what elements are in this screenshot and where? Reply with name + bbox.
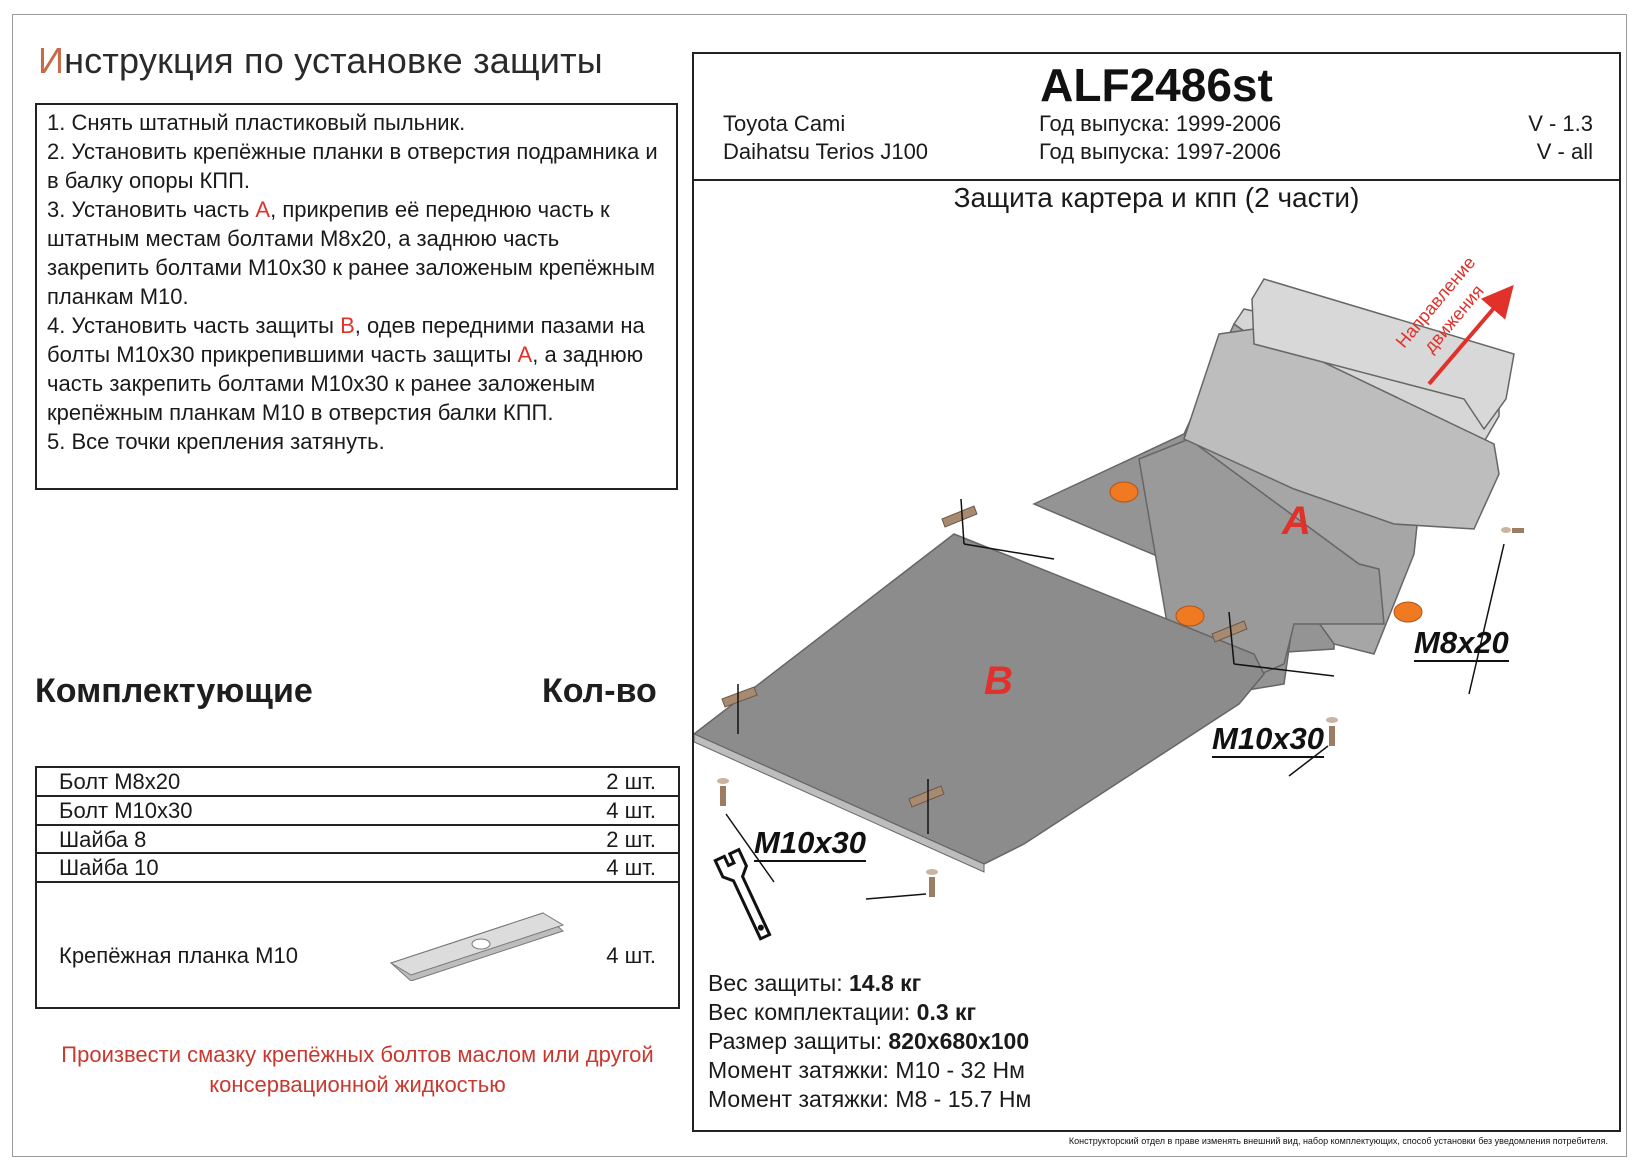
lubrication-note: Произвести смазку крепёжных болтов масло…	[61, 1042, 654, 1097]
table-row: Болт М10х30 4 шт.	[37, 797, 678, 826]
assembly-diagram: А В Направление движения	[694, 253, 1524, 941]
bolt-label-m10-right: M10x30	[1212, 721, 1325, 758]
spec-label: Момент затяжки:	[708, 1086, 896, 1112]
spec-value: 14.8 кг	[848, 970, 922, 996]
direction-arrow	[1427, 284, 1514, 386]
component-name: Шайба 8	[59, 827, 147, 852]
spec-label: Размер защиты:	[708, 1028, 889, 1054]
step-number: 5.	[47, 429, 72, 454]
instruction-step: 2. Установить крепёжные планки в отверст…	[47, 137, 666, 195]
components-table: Болт М8х20 2 шт. Болт М10х30 4 шт. Шайба…	[35, 766, 680, 1009]
step-text: Снять штатный пластиковый пыльник.	[71, 110, 466, 135]
component-name: Болт М8х20	[59, 769, 181, 794]
spec-row: Момент затяжки: М8 - 15.7 Нм	[708, 1085, 1031, 1114]
component-name: Крепёжная планка М10	[59, 943, 298, 968]
table-row: Шайба 10 4 шт.	[37, 854, 678, 883]
step-text: Установить крепёжные планки в отверстия …	[47, 139, 658, 193]
bracket-m10	[1211, 620, 1248, 643]
bolt-m8	[1501, 527, 1524, 533]
bolt-m10	[1326, 717, 1338, 746]
component-qty: 4 шт.	[606, 943, 656, 968]
orange-pad	[1109, 481, 1139, 503]
components-title: Комплектующие	[35, 672, 313, 710]
quantity-title: Кол-во	[542, 672, 657, 710]
step-text: , прикрепив её переднюю часть к штатным …	[47, 197, 655, 309]
step-number: 4.	[47, 313, 72, 338]
component-qty: 4 шт.	[606, 798, 656, 823]
spec-label: Момент затяжки:	[708, 1057, 896, 1083]
product-code: ALF2486st	[1040, 59, 1273, 111]
step-text: Установить часть	[71, 197, 256, 222]
table-row: Крепёжная планка М10 4 шт.	[37, 883, 678, 1007]
product-panel: ALF2486st Toyota Cami Daihatsu Terios J1…	[692, 52, 1621, 1132]
production-years: Год выпуска: 1999-2006 Год выпуска: 1997…	[1039, 110, 1281, 166]
disclaimer: Конструкторский отдел в праве изменять в…	[1068, 1136, 1608, 1146]
model-name: Daihatsu Terios J100	[723, 139, 929, 164]
part-b-plate	[694, 533, 1265, 865]
part-reference: В	[340, 313, 355, 338]
spec-label: Вес комплектации:	[708, 999, 917, 1025]
part-b-label: В	[984, 659, 1013, 703]
vehicle-models: Toyota Cami Daihatsu Terios J100	[723, 110, 928, 166]
instruction-step: 5. Все точки крепления затянуть.	[47, 427, 666, 456]
part-a-upper	[1183, 328, 1500, 530]
spec-row: Вес защиты: 14.8 кг	[708, 969, 1031, 998]
bolt-label-m8: M8x20	[1414, 625, 1509, 662]
part-reference: А	[255, 197, 271, 222]
instruction-step: 4. Установить часть защиты В, одев перед…	[47, 311, 666, 427]
spec-value: 820х680х100	[888, 1028, 1030, 1054]
bracket-m10	[908, 785, 945, 808]
bracket-m10	[721, 686, 758, 708]
spec-label: Вес защиты:	[708, 970, 849, 996]
spec-value: М10 - 32 Нм	[895, 1057, 1025, 1083]
spec-value: 0.3 кг	[916, 999, 977, 1025]
title-rest: нструкция по установке защиты	[64, 40, 603, 81]
part-a-front-flange	[1251, 278, 1515, 431]
page-frame	[12, 14, 1627, 1157]
orange-pad	[1175, 605, 1205, 627]
step-text: , одев передними пазами на болты М10х30 …	[47, 313, 645, 367]
step-number: 3.	[47, 197, 72, 222]
instruction-step: 1. Снять штатный пластиковый пыльник.	[47, 108, 666, 137]
component-name: Болт М10х30	[59, 798, 193, 823]
instruction-title: Инструкция по установке защиты	[38, 40, 603, 82]
component-qty: 2 шт.	[606, 769, 656, 794]
title-first-letter: И	[38, 40, 65, 81]
step-text: , а заднюю часть закрепить болтами М10х3…	[47, 342, 644, 425]
spec-row: Размер защиты: 820х680х100	[708, 1027, 1031, 1056]
header-divider	[694, 179, 1619, 181]
engine-volume: V - all	[1536, 139, 1593, 164]
spec-value: М8 - 15.7 Нм	[895, 1086, 1032, 1112]
step-number: 1.	[47, 110, 72, 135]
engine-volume: V - 1.3	[1528, 111, 1593, 136]
component-qty: 4 шт.	[606, 855, 656, 880]
year-range: Год выпуска: 1999-2006	[1039, 111, 1282, 136]
bolt-m10	[926, 869, 938, 897]
step-text: Все точки крепления затянуть.	[71, 429, 385, 454]
component-name: Шайба 10	[59, 855, 159, 880]
spec-row: Момент затяжки: М10 - 32 Нм	[708, 1056, 1031, 1085]
part-a-label: А	[1281, 499, 1311, 543]
table-row: Болт М8х20 2 шт.	[37, 768, 678, 797]
bolt-label-m10-left: M10x30	[754, 825, 867, 862]
part-reference: А	[517, 342, 533, 367]
step-number: 2.	[47, 139, 72, 164]
step-text: Установить часть защиты	[71, 313, 341, 338]
wrench-icon	[713, 847, 772, 941]
bolt-m10	[717, 778, 729, 806]
orange-pad	[1393, 601, 1423, 623]
instructions-box: 1. Снять штатный пластиковый пыльник.2. …	[35, 103, 678, 490]
engine-volumes: V - 1.3 V - all	[1528, 110, 1593, 166]
bracket-m10	[941, 505, 978, 528]
mounting-plate-image	[389, 912, 565, 981]
instruction-step: 3. Установить часть А, прикрепив её пере…	[47, 195, 666, 311]
component-qty: 2 шт.	[606, 827, 656, 852]
spec-row: Вес комплектации: 0.3 кг	[708, 998, 1031, 1027]
part-b-edge	[694, 733, 985, 873]
year-range: Год выпуска: 1997-2006	[1039, 139, 1282, 164]
model-name: Toyota Cami	[723, 111, 846, 136]
protection-subtitle: Защита картера и кпп (2 части)	[953, 182, 1360, 213]
table-row: Шайба 8 2 шт.	[37, 826, 678, 854]
